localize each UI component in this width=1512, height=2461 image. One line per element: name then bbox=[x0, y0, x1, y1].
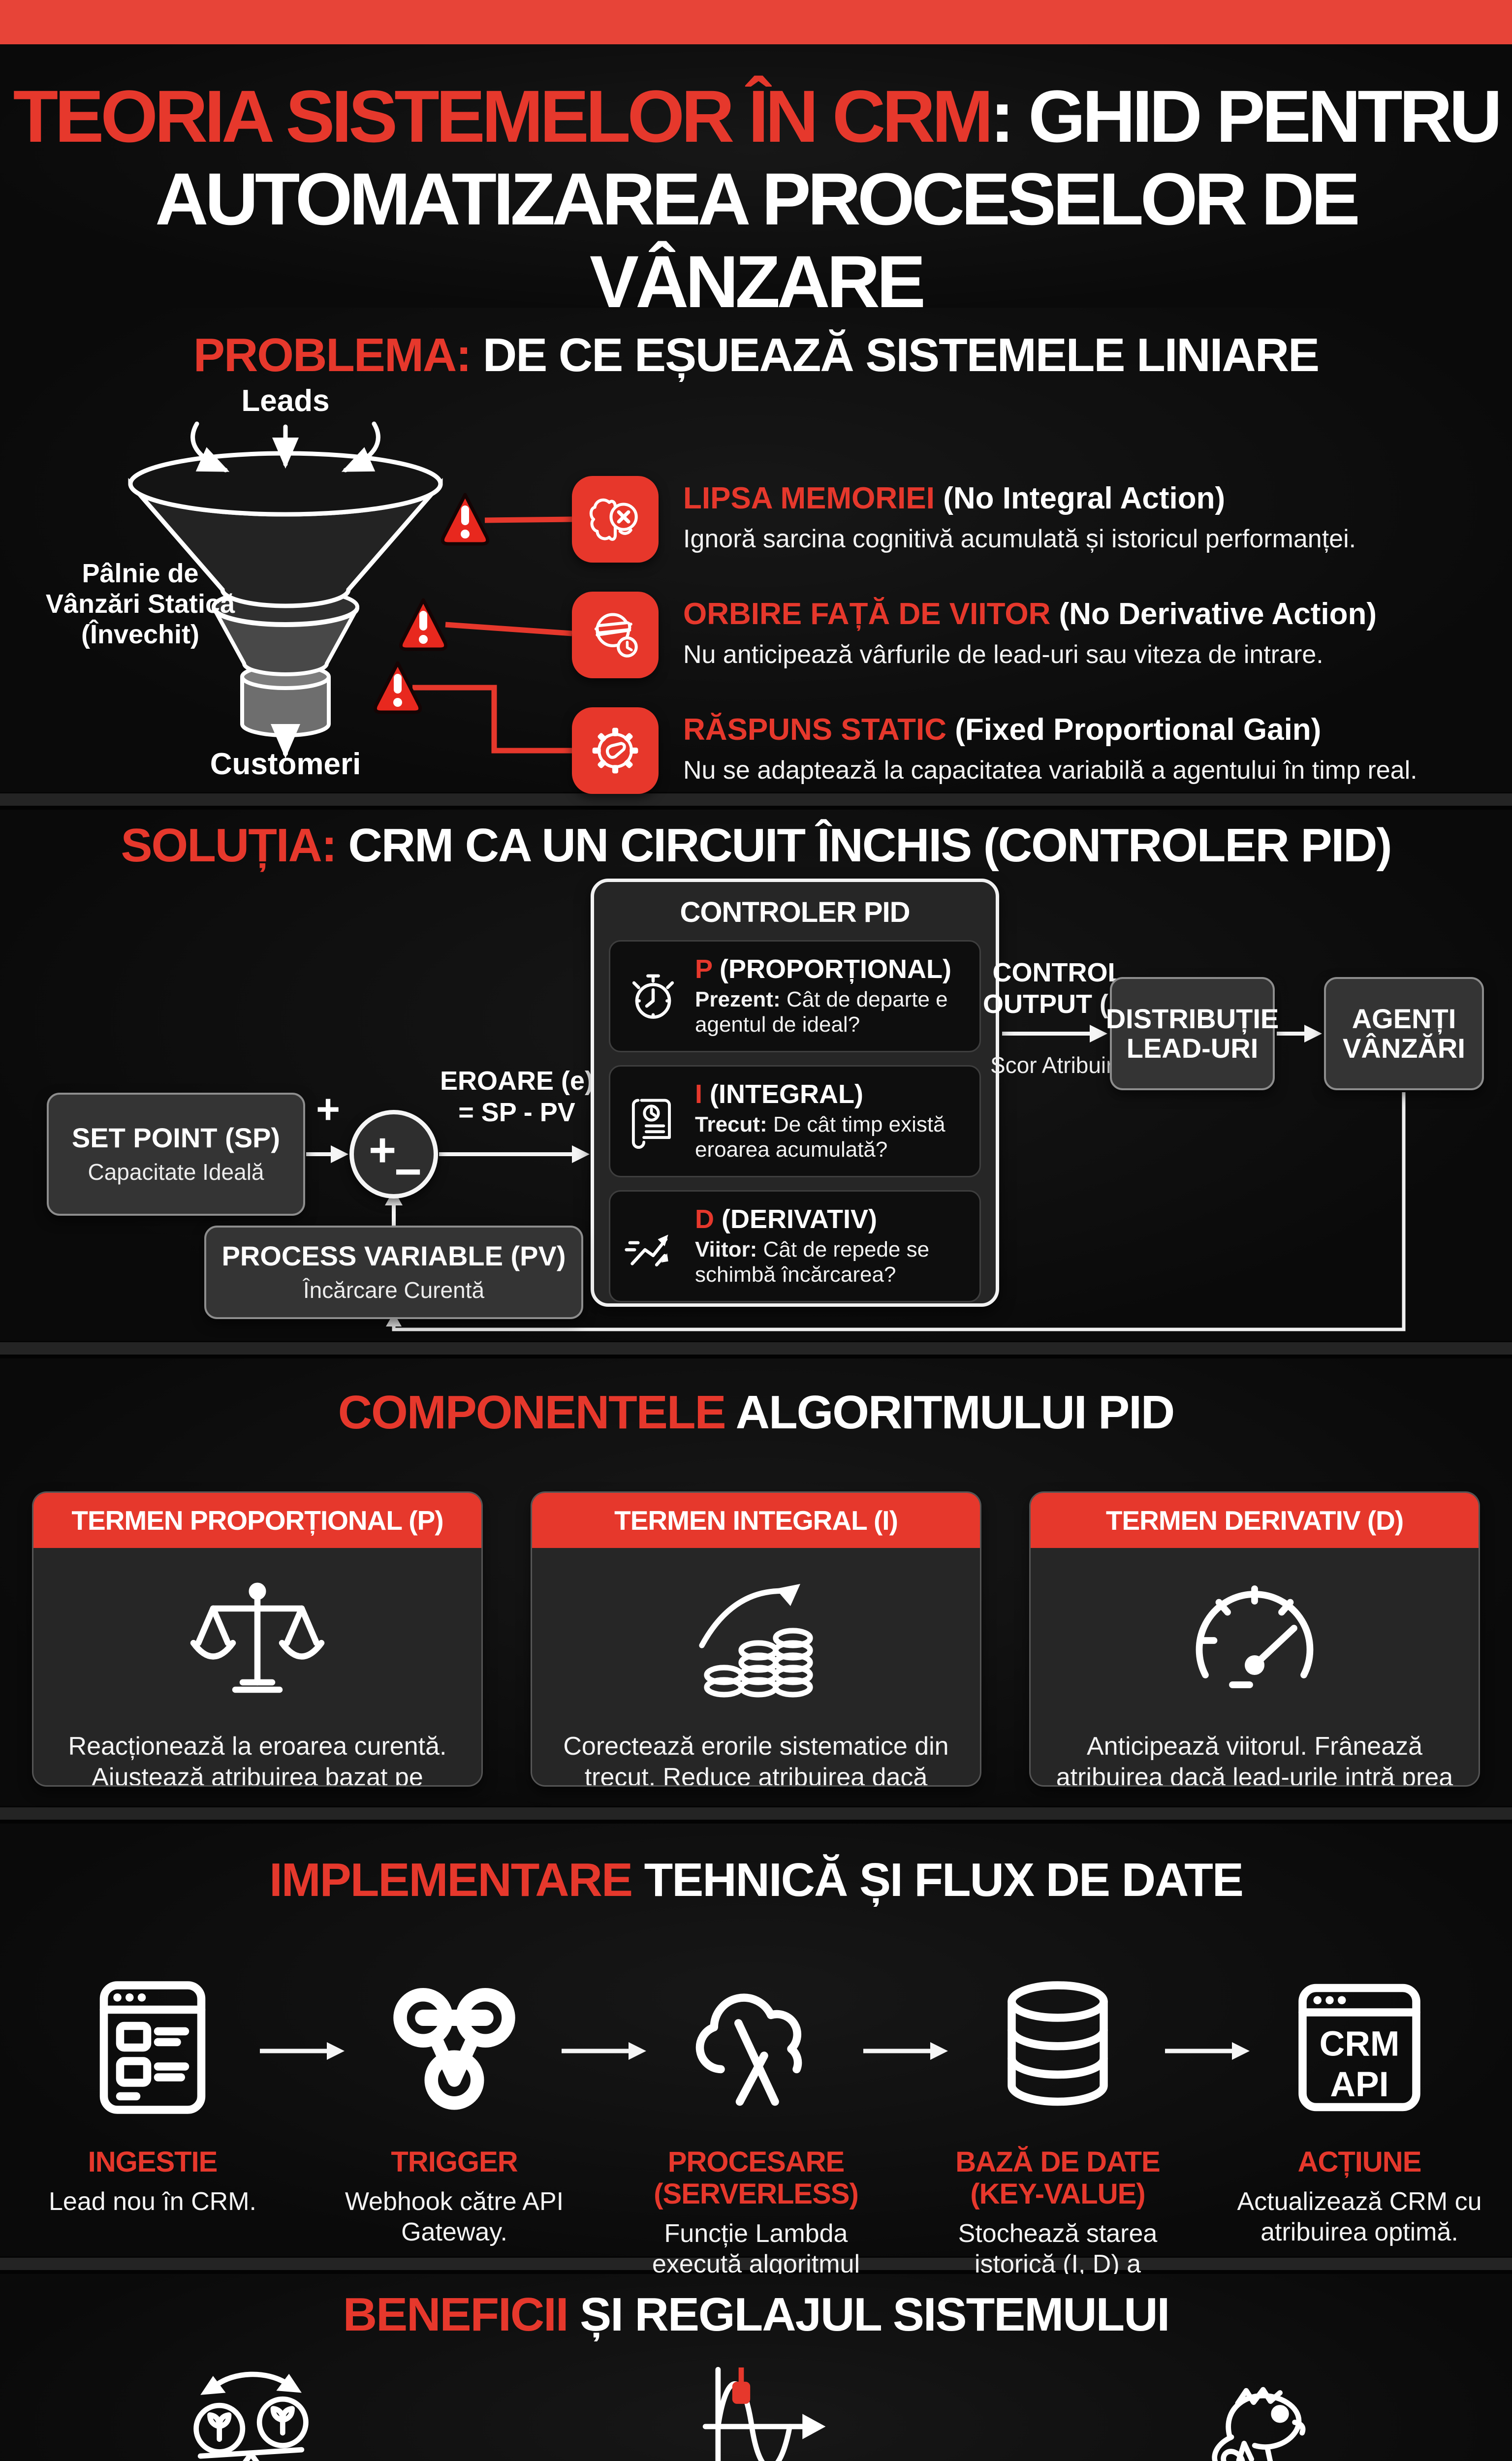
card-title: TERMEN INTEGRAL (I) bbox=[532, 1493, 980, 1548]
section-divider bbox=[0, 1806, 1512, 1824]
card-desc: Corectează erorile sistematice din trecu… bbox=[563, 1732, 949, 1787]
card-title: TERMEN DERIVATIV (D) bbox=[1031, 1493, 1479, 1548]
header: TEORIA SISTEMELOR ÎN CRM: GHID PENTRU AU… bbox=[0, 44, 1512, 382]
sum-junction: + − bbox=[349, 1110, 438, 1199]
card-desc: Anticipează viitorul. Frânează atribuire… bbox=[1056, 1732, 1453, 1787]
control-output-label: CONTROL OUTPUT (u) bbox=[983, 958, 1134, 1019]
funnel-top-label: Leads bbox=[241, 385, 329, 418]
warning-icon bbox=[373, 661, 422, 714]
error-label: EROARE (e) = SP - PV bbox=[440, 1066, 594, 1127]
problem-item-desc: Ignoră sarcina cognitivă acumulată și is… bbox=[683, 525, 1356, 553]
balance-leaves-icon bbox=[193, 2371, 309, 2461]
component-card-derivative: TERMEN DERIVATIV (D) Anticipează viitoru… bbox=[1029, 1491, 1480, 1787]
lambda-cloud-icon bbox=[695, 1993, 802, 2106]
problem-item-title: RĂSPUNS STATIC (Fixed Proportional Gain) bbox=[683, 713, 1322, 747]
page-title-line2: AUTOMATIZAREA PROCESELOR DE VÂNZARE bbox=[155, 158, 1360, 323]
benefit-adaptare: ADAPTARE DINAMICĂ Reglare continuă în fu… bbox=[1030, 2348, 1492, 2461]
trend-arrow-icon bbox=[625, 1234, 668, 1267]
static-funnel-diagram: Leads Customeri Pâlnie de Vânzări Static… bbox=[46, 385, 490, 779]
set-point-box: SET POINT (SP) Capacitate Ideală bbox=[47, 1093, 305, 1216]
card-desc: Reacționează la eroarea curentă. Ajustea… bbox=[68, 1732, 447, 1787]
problem-connectors bbox=[412, 516, 572, 754]
brain-memory-icon bbox=[589, 498, 638, 541]
components-heading: COMPONENTELE ALGORITMULUI PID bbox=[338, 1386, 1175, 1439]
section-divider bbox=[0, 2256, 1512, 2274]
page-title: TEORIA SISTEMELOR ÎN CRM: GHID PENTRU AU… bbox=[0, 44, 1512, 323]
stopwatch-icon bbox=[632, 974, 674, 1019]
svg-text:Pâlnie de: Pâlnie de bbox=[82, 559, 198, 588]
webhook-icon bbox=[393, 1988, 515, 2110]
problem-item-title: LIPSA MEMORIEI (No Integral Action) bbox=[683, 481, 1226, 515]
svg-text:CRM: CRM bbox=[1320, 2024, 1400, 2064]
problem-item-desc: Nu anticipează vârfurile de lead-uri sau… bbox=[683, 640, 1323, 669]
pid-controller-title: CONTROLER PID bbox=[680, 896, 910, 928]
problem-item bbox=[572, 707, 659, 794]
component-card-proportional: TERMEN PROPORȚIONAL (P) Reacționează la … bbox=[32, 1491, 483, 1787]
oscillation-icon bbox=[702, 2366, 826, 2461]
component-card-integral: TERMEN INTEGRAL (I) Corectează erorile s… bbox=[531, 1491, 981, 1787]
pid-row-derivative: D (DERIVATIV) Viitor: Cât de repede se s… bbox=[609, 1190, 981, 1302]
plus-sign: + bbox=[316, 1086, 341, 1132]
section-divider bbox=[0, 1341, 1512, 1358]
section-components: COMPONENTELE ALGORITMULUI PID TERMEN PRO… bbox=[0, 1358, 1512, 1806]
lead-distribution-box: DISTRIBUȚIE LEAD-URI bbox=[1106, 977, 1279, 1090]
crm-form-icon bbox=[99, 1981, 206, 2114]
step-trigger: TRIGGER Webhook către API Gateway. bbox=[316, 1966, 592, 2248]
warning-icon bbox=[399, 598, 448, 651]
card-title: TERMEN PROPORȚIONAL (P) bbox=[33, 1493, 481, 1548]
step-procesare: PROCESARE (SERVERLESS) Funcție Lambda ex… bbox=[618, 1966, 894, 2310]
step-ingestie: INGESTIE Lead nou în CRM. bbox=[15, 1966, 290, 2217]
pid-row-integral: I (INTEGRAL) Trecut: De cât timp există … bbox=[609, 1065, 981, 1177]
pid-row-proportional: P (PROPORȚIONAL) Prezent: Cât de departe… bbox=[609, 940, 981, 1052]
section-divider bbox=[0, 792, 1512, 810]
sales-agents-box: AGENȚI VÂNZĂRI bbox=[1324, 977, 1484, 1090]
top-accent-bar bbox=[0, 0, 1512, 44]
benefits-heading: BENEFICII ȘI REGLAJUL SISTEMULUI bbox=[343, 2288, 1170, 2341]
chameleon-icon bbox=[1212, 2387, 1306, 2461]
balance-scale-icon bbox=[190, 1582, 325, 1693]
problem-item-desc: Nu se adaptează la capacitatea variabilă… bbox=[683, 756, 1418, 785]
blindfold-clock-icon bbox=[594, 613, 638, 658]
svg-text:(Învechit): (Învechit) bbox=[81, 619, 199, 649]
problem-item bbox=[572, 592, 659, 678]
funnel-bottom-label: Customeri bbox=[210, 747, 361, 779]
section-problem: PROBLEMA: DE CE EȘUEAZĂ SISTEMELE LINIAR… bbox=[0, 308, 1512, 794]
step-baza-de-date: BAZĂ DE DATE (KEY-VALUE) Stochează stare… bbox=[920, 1966, 1196, 2310]
problem-heading: PROBLEMA: DE CE EȘUEAZĂ SISTEMELE LINIAR… bbox=[193, 329, 1320, 381]
svg-text:Vânzări Statică: Vânzări Statică bbox=[46, 589, 235, 619]
section-implementation: IMPLEMENTARE TEHNICĂ ȘI FLUX DE DATE bbox=[0, 1824, 1512, 2309]
history-scroll-icon bbox=[631, 1099, 671, 1149]
problem-item bbox=[572, 476, 659, 563]
crm-api-icon: CRM API bbox=[1298, 1984, 1420, 2112]
warning-icon bbox=[441, 493, 490, 546]
benefit-homeostazie: HOMEOSTAZIE ORGANIZAȚIONALĂ Sistemul se … bbox=[20, 2348, 482, 2461]
section-benefits: BENEFICII ȘI REGLAJUL SISTEMULUI bbox=[0, 2274, 1512, 2461]
implementation-heading: IMPLEMENTARE TEHNICĂ ȘI FLUX DE DATE bbox=[269, 1854, 1244, 1906]
process-variable-box: PROCESS VARIABLE (PV) Încărcare Curentă bbox=[204, 1226, 583, 1319]
solution-heading: SOLUȚIA: CRM CA UN CIRCUIT ÎNCHIS (CONTR… bbox=[121, 819, 1392, 872]
page-title-tail: : GHID PENTRU bbox=[990, 75, 1502, 158]
static-gear-icon bbox=[592, 727, 638, 774]
loop-arrows bbox=[306, 1025, 1406, 1331]
problem-item-title: ORBIRE FAȚĂ DE VIITOR (No Derivative Act… bbox=[683, 597, 1377, 631]
pid-controller-box: CONTROLER PID P (PROPORȚIONAL) Prezent: … bbox=[591, 879, 999, 1307]
svg-text:API: API bbox=[1330, 2065, 1388, 2104]
benefit-oscilatie: EVITAREA OSCILAȚIEI Utilizare Amortizare… bbox=[525, 2348, 987, 2461]
database-icon bbox=[1008, 1981, 1108, 2106]
page-title-red: TEORIA SISTEMELOR ÎN CRM bbox=[13, 75, 994, 158]
funnel-side-label: Pâlnie de Vânzări Statică (Învechit) bbox=[46, 559, 235, 649]
section-solution: SOLUȚIA: CRM CA UN CIRCUIT ÎNCHIS (CONTR… bbox=[0, 810, 1512, 1341]
coin-stacks-icon bbox=[699, 1584, 813, 1698]
step-actiune: CRM API ACȚIUNE Actualizează CRM cu atri… bbox=[1222, 1966, 1497, 2248]
control-output-sub: Scor Atribuire bbox=[990, 1052, 1127, 1078]
flow-arrows bbox=[260, 2042, 1250, 2060]
speedometer-icon bbox=[1196, 1585, 1314, 1688]
